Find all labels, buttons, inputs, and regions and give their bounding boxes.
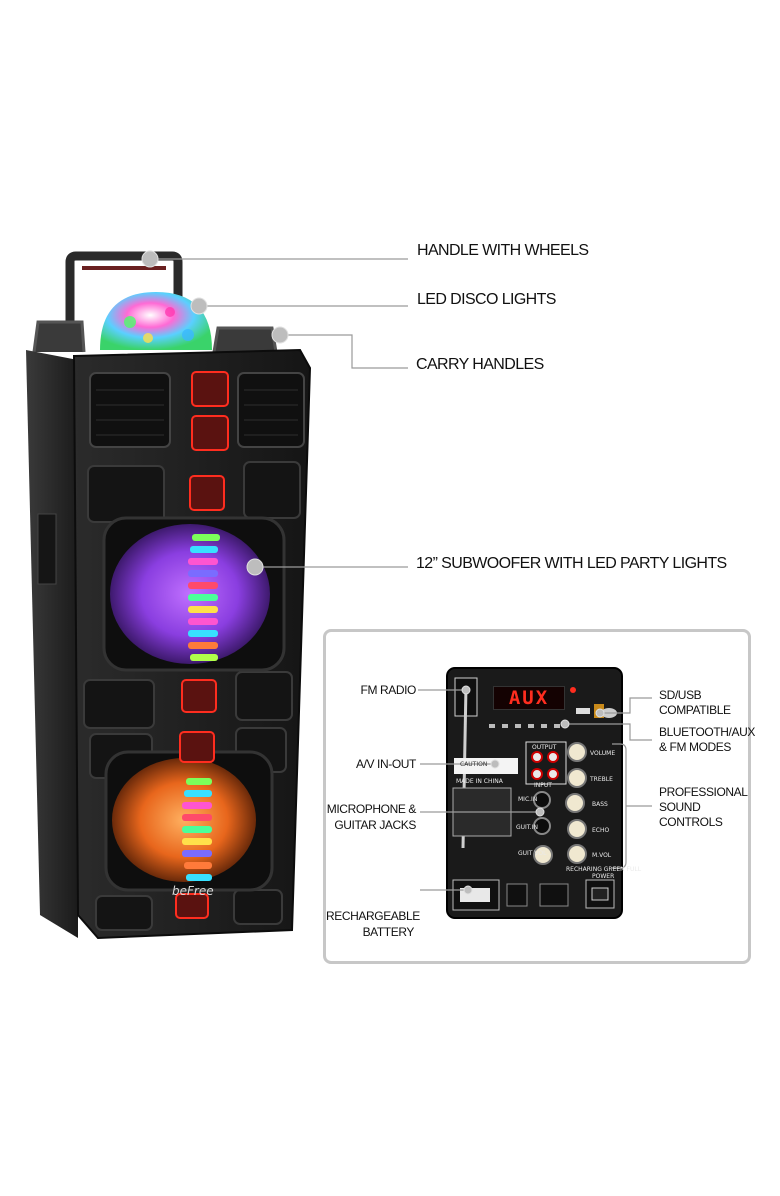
callout-sound-3: CONTROLS <box>659 815 723 829</box>
output-label: OUTPUT <box>532 744 557 751</box>
control-panel <box>446 667 623 919</box>
power-label: POWER <box>592 873 615 880</box>
carry-handle-right <box>212 326 278 353</box>
callout-sound-2: SOUND <box>659 800 701 814</box>
guit-vol-label: GUIT VOL <box>518 850 547 857</box>
mic-jack-label: MIC.IN <box>518 796 538 803</box>
callout-mic-guitar-1: MICROPHONE & <box>326 802 417 816</box>
knob-label-volume: VOLUME <box>590 750 616 757</box>
knob-label-echo: ECHO <box>592 827 610 834</box>
callout-fm-radio: FM RADIO <box>360 683 417 697</box>
knob-label-mvol: M.VOL <box>592 852 612 859</box>
knob-label-treble: TREBLE <box>590 776 613 783</box>
made-in-label: MADE IN CHINA <box>456 778 503 785</box>
callout-av-in-out: A/V IN-OUT <box>355 757 416 771</box>
caution-label: CAUTION <box>460 761 488 768</box>
callout-bt-modes-2: & FM MODES <box>659 740 732 754</box>
callout-mic-guitar-2: GUITAR JACKS <box>334 818 416 832</box>
callout-sound-1: PROFESSIONAL <box>659 785 748 799</box>
brand-logo: beFree <box>172 884 214 898</box>
disco-light <box>100 292 212 350</box>
guit-jack-label: GUIT.IN <box>516 824 538 831</box>
callout-battery-2: BATTERY <box>362 925 415 939</box>
callout-carry-handles: CARRY HANDLES <box>416 356 544 373</box>
callout-bt-modes-1: BLUETOOTH/AUX <box>659 725 755 739</box>
knob-label-bass: BASS <box>592 801 608 808</box>
callout-battery-1: RECHARGEABLE <box>326 909 420 923</box>
callout-sd-usb-1: SD/USB <box>659 688 702 702</box>
callout-led-disco: LED DISCO LIGHTS <box>417 291 556 308</box>
input-label: INPUT <box>534 782 552 789</box>
callout-handle-wheels: HANDLE WITH WHEELS <box>417 242 589 259</box>
callout-sd-usb-2: COMPATIBLE <box>659 703 731 717</box>
carry-handle-left <box>32 320 86 353</box>
recharging-label: RECHARING GREEN FULL <box>566 866 642 873</box>
lcd-display: AUX <box>493 686 565 710</box>
callout-subwoofer: 12” SUBWOOFER WITH LED PARTY LIGHTS <box>416 555 727 572</box>
control-panel-inset <box>323 629 751 964</box>
